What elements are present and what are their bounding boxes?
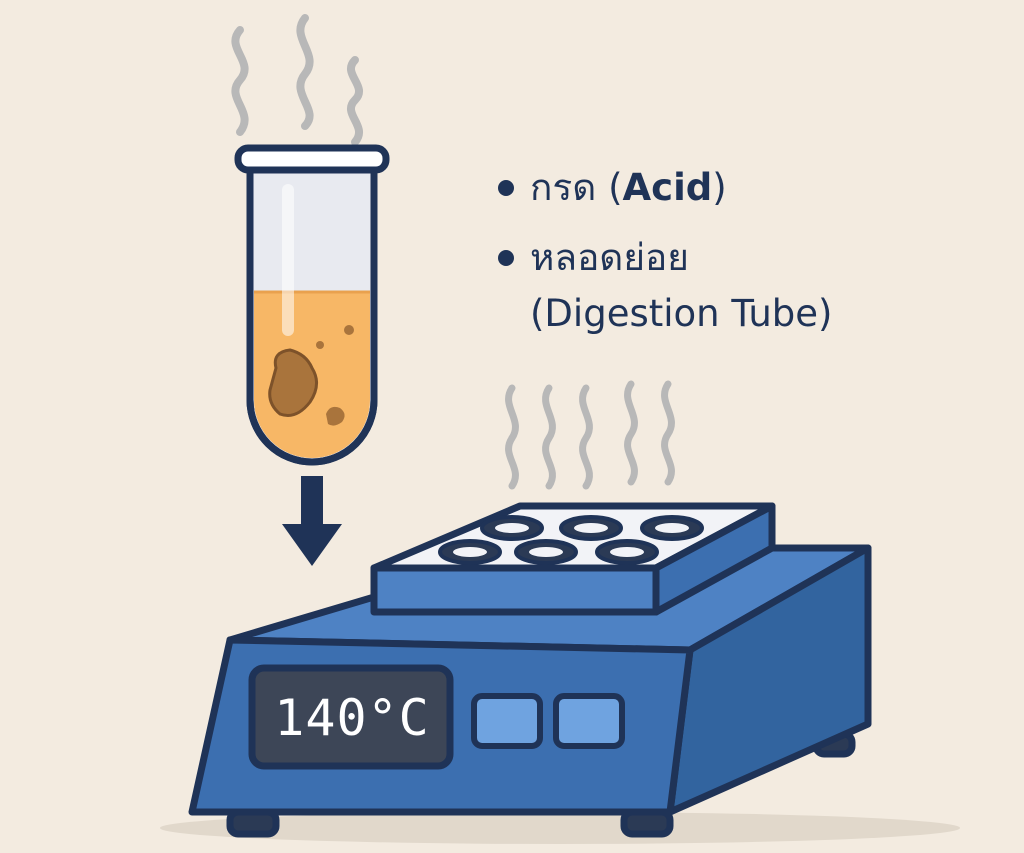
temperature-readout: 140°C <box>274 689 430 747</box>
sample-icon <box>268 348 318 417</box>
heater-control-button[interactable] <box>553 693 625 749</box>
heater-steam-icon <box>505 380 675 490</box>
label-tube-thai: หลอดย่อย <box>530 236 689 279</box>
label-digestion-tube: หลอดย่อย (Digestion Tube) <box>492 230 833 342</box>
temperature-display: 140°C <box>248 664 454 770</box>
test-tube-icon <box>234 144 390 466</box>
heater-shadow <box>160 812 960 844</box>
bullet-icon <box>498 250 514 266</box>
bullet-icon <box>498 180 514 196</box>
label-acid-paren-close: ) <box>712 166 727 209</box>
heater-control-button[interactable] <box>471 693 543 749</box>
label-acid-thai: กรด <box>530 166 597 209</box>
label-acid-english: Acid <box>622 166 713 209</box>
down-arrow-icon <box>282 476 342 566</box>
label-acid: กรด (Acid) <box>492 160 833 216</box>
label-tube-english: (Digestion Tube) <box>530 292 833 335</box>
tube-steam-icon <box>231 14 363 146</box>
component-labels: กรด (Acid) หลอดย่อย (Digestion Tube) <box>492 160 833 342</box>
label-acid-paren-open: ( <box>608 166 623 209</box>
